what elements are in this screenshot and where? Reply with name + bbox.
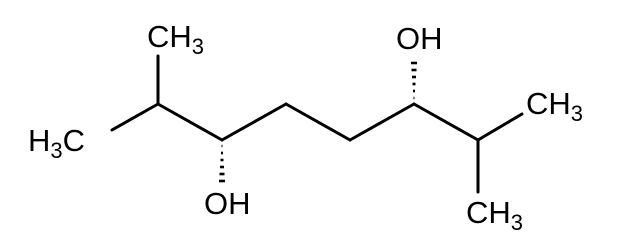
hydroxyl-label-top: OH: [396, 21, 443, 56]
bond-c6-c7: [412, 102, 480, 142]
bond-c1-c2-left-methyl: [110, 102, 160, 132]
bond-c5-c6: [348, 102, 416, 142]
bond-c2-c3: [156, 102, 224, 142]
hashed-wedge-bond-lower: [219, 144, 225, 183]
methyl-label-top: CH3: [147, 19, 204, 59]
methyl-label-right-top: CH3: [526, 86, 583, 126]
hashed-wedge-bond-upper: [411, 61, 417, 100]
bond-c7-right-top-methyl: [476, 112, 524, 142]
bond-lines: [110, 54, 524, 194]
bond-c3-c4: [220, 102, 288, 142]
methyl-label-left: H3C: [28, 123, 85, 163]
bond-c4-c5: [284, 102, 352, 142]
methyl-label-right-bottom: CH3: [466, 195, 523, 235]
hydroxyl-label-bottom: OH: [204, 186, 251, 221]
